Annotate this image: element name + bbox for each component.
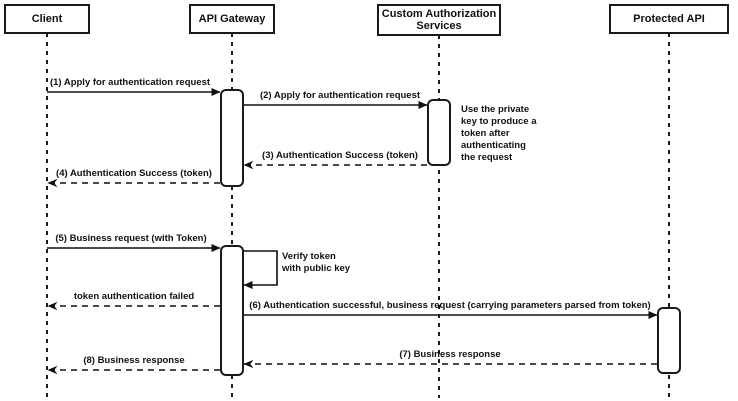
message-msg-3: (3) Authentication Success (token) [243,150,427,170]
lifeline-client: Client [4,4,90,398]
note-line: key to produce a [461,116,537,127]
activation-bar-gw-act-1 [220,89,244,187]
lifeline-header-box [377,4,501,36]
note-line: the request [461,152,513,163]
note-line: authenticating [461,140,526,151]
lifeline-label: Client [32,13,63,25]
message-label: token authentication failed [74,291,195,302]
lifeline-api-gateway: API Gateway [189,4,275,398]
message-label: (5) Business request (with Token) [55,233,206,244]
activation-bar-auth-act-1 [427,99,451,166]
lifeline-label: Services [416,20,461,32]
self-message-arrow [243,250,278,289]
messages-layer: (1) Apply for authentication request (2) … [47,77,658,375]
message-msg-1: (1) Apply for authentication request [47,77,221,96]
message-msg-4: (4) Authentication Success (token) [47,168,220,188]
activation-rect [220,89,244,187]
message-label: (8) Business response [83,355,184,366]
message-msg-7: (7) Business response [243,349,657,369]
activation-rect [220,245,244,376]
lifeline-protected-api: Protected API [609,4,729,398]
message-msg-5: (5) Business request (with Token) [47,233,221,252]
lifeline-label: API Gateway [199,13,267,25]
message-msg-2: (2) Apply for authentication request [243,90,428,109]
lifeline-label: Custom Authorization [382,8,497,20]
message-label: (1) Apply for authentication request [50,77,211,88]
message-msg-6: (6) Authentication successful, business … [243,300,658,319]
lifeline-label: Protected API [633,13,705,25]
note-line: token after [461,128,510,139]
message-label: (6) Authentication successful, business … [249,300,650,311]
message-label: (3) Authentication Success (token) [262,150,418,161]
activation-bar-gw-act-2 [220,245,244,376]
message-label: (7) Business response [399,349,500,360]
lifeline-header-box [189,4,275,34]
message-label: (2) Apply for authentication request [260,90,421,101]
self-message-label: with public key [281,263,351,274]
activation-rect [657,307,681,374]
message-label: (4) Authentication Success (token) [56,168,212,179]
activation-bars-layer [220,89,681,376]
activation-rect [427,99,451,166]
message-msg-8: (8) Business response [47,355,220,375]
lifeline-header-box [609,4,729,34]
lifelines-layer: Client API Gateway Custom AuthorizationSer… [4,4,729,398]
note-line: Use the private [461,104,529,115]
activation-bar-api-act-1 [657,307,681,374]
self-message-label: Verify token [282,251,336,262]
message-msg-token-failed: token authentication failed [47,291,220,311]
